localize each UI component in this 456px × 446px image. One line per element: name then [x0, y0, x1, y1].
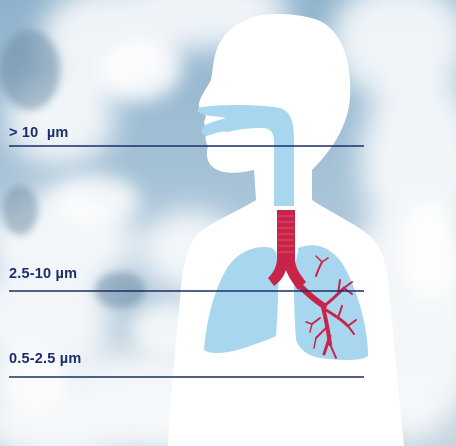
particle-size-label-ultrafine: 0.5-2.5 µm: [9, 351, 81, 367]
particle-size-label-coarse: > 10 µm: [9, 125, 69, 141]
particle-size-label-fine: 2.5-10 µm: [9, 266, 77, 282]
